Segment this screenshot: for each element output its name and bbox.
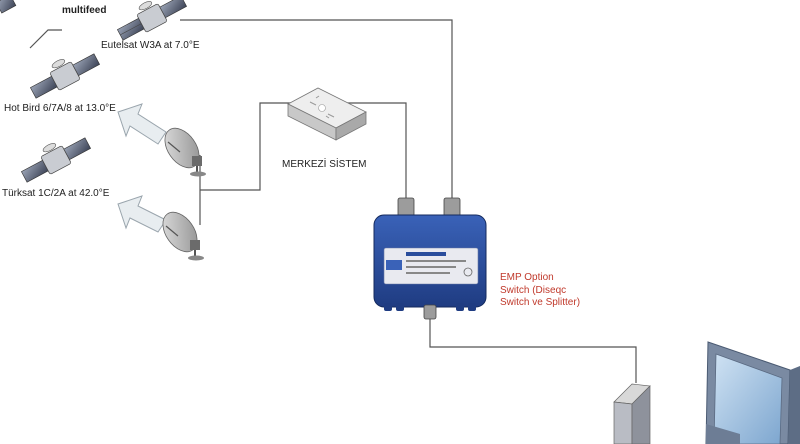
receiver-icon	[613, 383, 651, 444]
satellite-hotbird-icon	[29, 53, 101, 99]
turksat-label: Türksat 1C/2A at 42.0°E	[2, 188, 110, 199]
emp-label-line-1: EMP Option	[500, 272, 554, 283]
arrow-turksat	[117, 195, 167, 233]
emp-label-line-2: Switch (Diseqc	[500, 284, 567, 296]
emp-option-label: EMP Option Switch (Diseqc Switch ve Spli…	[500, 272, 580, 310]
satellite-turksat-icon	[20, 137, 92, 183]
emp-switch-device	[373, 197, 487, 320]
merkezi-system-icon	[287, 87, 367, 141]
merkezi-sistem-label: MERKEZİ SİSTEM	[282, 159, 367, 170]
monitor-icon	[705, 341, 800, 444]
satellite-eutelsat-icon	[116, 0, 188, 41]
eutelsat-label: Eutelsat W3A at 7.0°E	[101, 40, 200, 51]
arrow-hotbird	[117, 103, 167, 145]
hotbird-label: Hot Bird 6/7A/8 at 13.0°E	[4, 103, 116, 114]
dish-lower-icon	[162, 211, 204, 261]
dish-upper-icon	[164, 127, 206, 177]
connection-lines	[29, 19, 637, 383]
satellite-partial-icon	[0, 0, 17, 14]
signal-arrows	[117, 103, 167, 233]
emp-label-line-3: Switch ve Splitter)	[500, 297, 581, 308]
multifeed-label: multifeed	[62, 5, 107, 16]
